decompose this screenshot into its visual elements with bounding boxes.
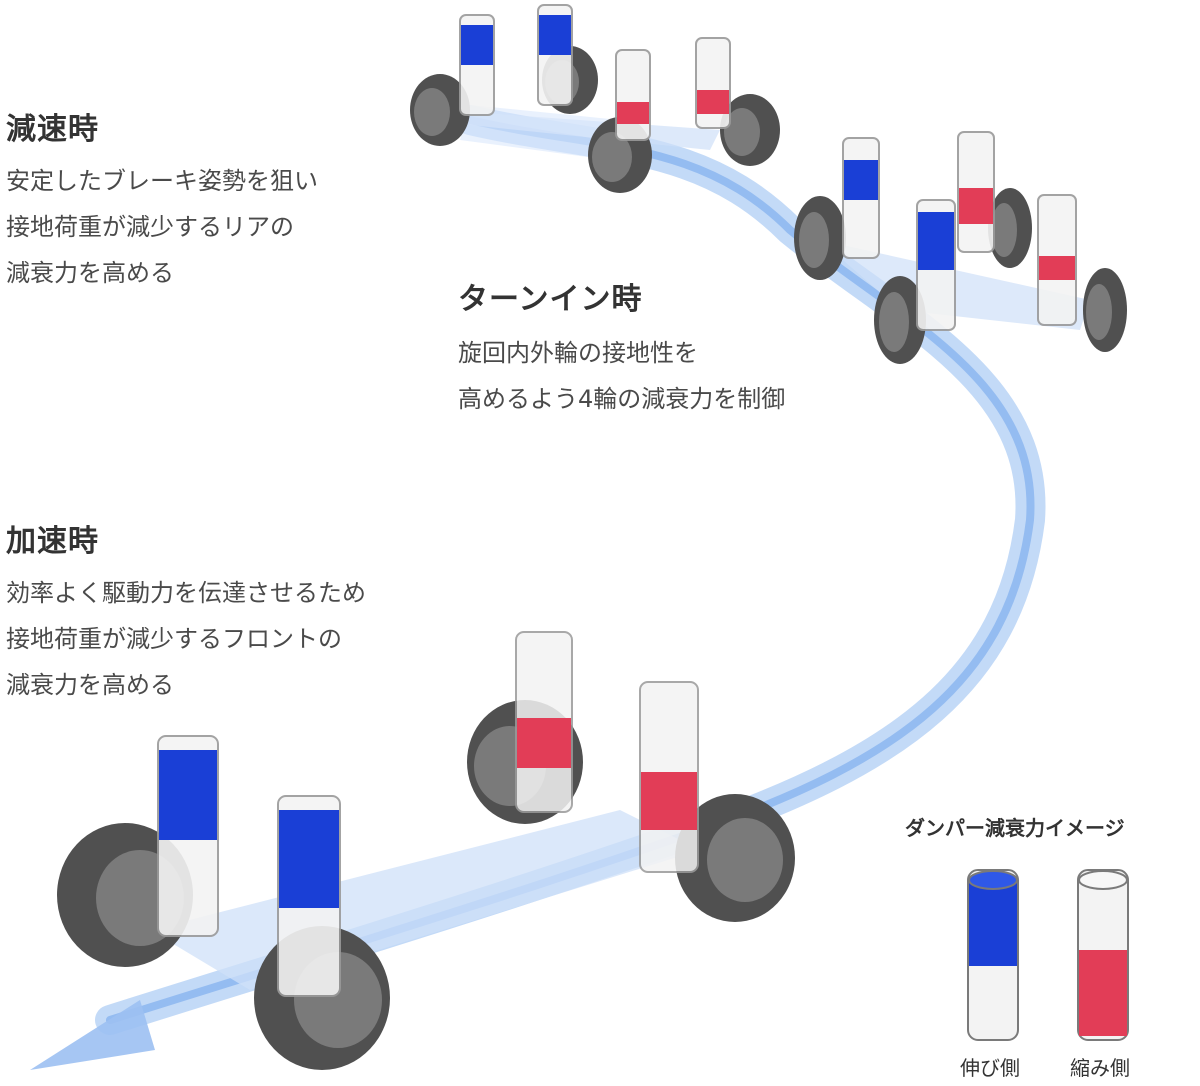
damper-rebound (916, 199, 956, 331)
damper-rebound (277, 795, 341, 997)
car-deceleration (410, 4, 780, 193)
turn-in-heading: ターンイン時 (458, 282, 643, 317)
car-turn-in (794, 131, 1127, 364)
deceleration-line: 接地荷重が減少するリアの (6, 213, 294, 241)
damper-compression (615, 49, 651, 141)
damper-rebound (842, 137, 880, 259)
damper-compression (1037, 194, 1077, 326)
damper-rebound (537, 4, 573, 106)
turn-in-line: 高めるよう4輪の減衰力を制御 (458, 385, 786, 413)
damper-compression (639, 681, 699, 873)
legend-rebound-label: 伸び側 (960, 1056, 1020, 1080)
damper-compression (695, 37, 731, 129)
legend-compression-label: 縮み側 (1070, 1056, 1130, 1080)
acceleration-line: 接地荷重が減少するフロントの (6, 625, 342, 653)
deceleration-line: 安定したブレーキ姿勢を狙い (6, 167, 318, 195)
car-acceleration (57, 631, 795, 1070)
acceleration-line: 効率よく駆動力を伝達させるため (6, 579, 366, 607)
deceleration-heading: 減速時 (6, 112, 99, 147)
arrow-head (30, 1000, 155, 1070)
damper-compression (515, 631, 573, 813)
deceleration-line: 減衰力を高める (6, 259, 174, 287)
legend-rebound-damper (967, 869, 1019, 1041)
legend-title: ダンパー減衰力イメージ (905, 816, 1125, 840)
damper-compression (957, 131, 995, 253)
legend-compression-damper (1077, 869, 1129, 1041)
acceleration-heading: 加速時 (6, 524, 99, 559)
damper-rebound (459, 14, 495, 116)
turn-in-line: 旋回内外輪の接地性を (458, 339, 698, 367)
damper-rebound (157, 735, 219, 937)
acceleration-line: 減衰力を高める (6, 671, 174, 699)
